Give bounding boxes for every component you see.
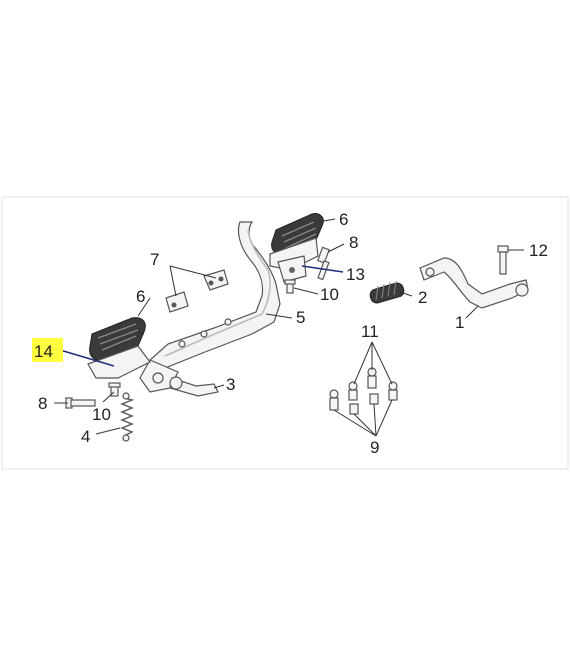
- callouts: 1 2 3 4 5 6 6 7 8 8 9 10 10 11 12 13 14: [34, 210, 548, 457]
- left-pin-10-part: [108, 382, 121, 397]
- figure-frame: [1, 196, 569, 470]
- spring-4-part: [120, 392, 135, 442]
- upper-pin-10-part: [284, 279, 296, 294]
- callout-11: 11: [361, 322, 379, 341]
- callout-4: 4: [81, 427, 90, 446]
- callout-9: 9: [370, 438, 379, 457]
- callout-5: 5: [296, 308, 305, 327]
- upper-pad-bracket-part: [277, 255, 307, 283]
- callout-12: 12: [529, 241, 548, 260]
- leader-lines: [54, 218, 524, 437]
- shift-rubber-part-2: [369, 280, 405, 304]
- footrest-frame-part: [139, 221, 281, 393]
- highlighted-leader-13: [301, 265, 344, 273]
- callout-10-upper: 10: [320, 285, 339, 304]
- callout-14: 14: [34, 342, 53, 361]
- bolt-12-part: [497, 245, 509, 275]
- callout-10-left: 10: [92, 405, 111, 424]
- callout-3: 3: [226, 375, 235, 394]
- highlighted-leader-14: [59, 349, 115, 367]
- callout-6-left: 6: [136, 287, 145, 306]
- bracket-plates-part: [165, 269, 229, 313]
- callout-6-upper: 6: [339, 210, 348, 229]
- fastener-set-9-11-part: [329, 367, 398, 415]
- upper-bolt-8-part: [317, 246, 330, 281]
- callout-13: 13: [346, 265, 365, 284]
- callout-8-left: 8: [38, 394, 47, 413]
- callout-14-highlight: [32, 338, 63, 362]
- callout-2: 2: [418, 288, 427, 307]
- callout-8-upper: 8: [349, 233, 358, 252]
- shift-lever-part-1: [419, 257, 529, 309]
- callout-1: 1: [455, 313, 464, 332]
- left-footrest-pad-part: [87, 317, 151, 379]
- rod-part-3: [169, 376, 219, 397]
- callout-7: 7: [150, 250, 159, 269]
- left-bolt-8-part: [65, 397, 96, 409]
